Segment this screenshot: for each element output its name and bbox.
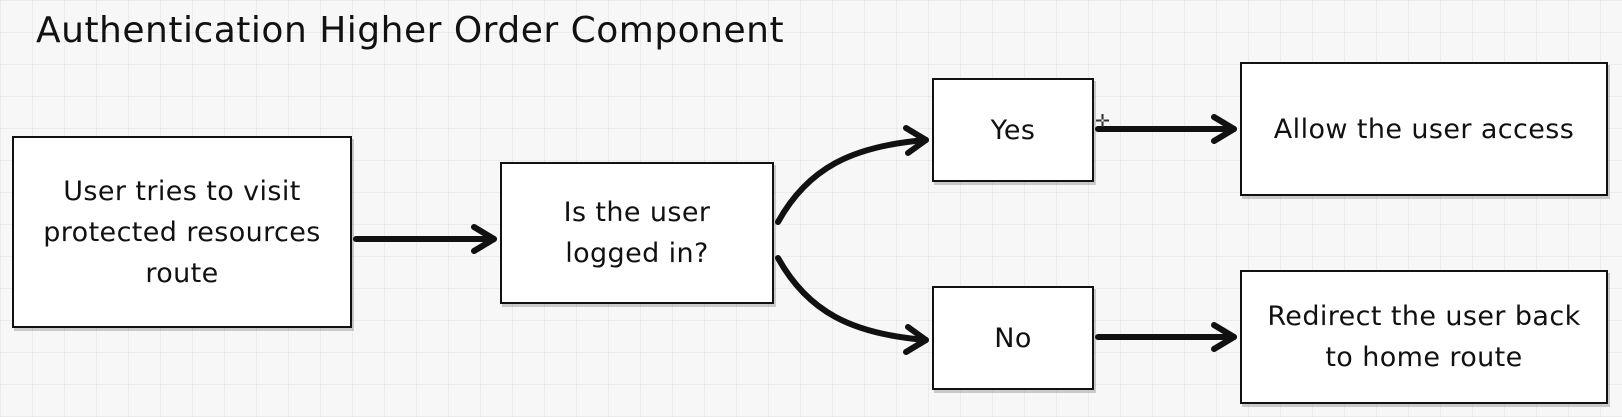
node-yes: Yes (932, 78, 1094, 182)
diagram-title: Authentication Higher Order Component (36, 10, 785, 51)
arrowhead-no-to-redirect (1211, 322, 1237, 352)
arrow-check-to-no (775, 255, 929, 343)
node-is-logged-in-label: Is the user logged in? (563, 197, 711, 269)
node-visit-protected-route: User tries to visit protected resources … (12, 136, 352, 328)
node-redirect-home: Redirect the user back to home route (1240, 270, 1608, 404)
node-allow-access: Allow the user access (1240, 62, 1608, 196)
node-yes-label: Yes (990, 114, 1036, 146)
crosshair-cursor-icon: ✛ (1095, 111, 1111, 132)
arrowhead-check-to-no (903, 324, 929, 355)
node-no-label: No (994, 322, 1032, 354)
node-redirect-home-label: Redirect the user back to home route (1267, 301, 1581, 373)
node-is-logged-in: Is the user logged in? (500, 162, 774, 304)
arrow-check-to-yes (775, 137, 929, 225)
node-allow-access-label: Allow the user access (1273, 113, 1575, 145)
node-visit-protected-route-label: User tries to visit protected resources … (43, 175, 321, 289)
arrowhead-yes-to-allow (1211, 114, 1237, 144)
arrowhead-start-to-check (471, 224, 497, 254)
arrowhead-check-to-yes (903, 125, 929, 156)
node-no: No (932, 286, 1094, 390)
